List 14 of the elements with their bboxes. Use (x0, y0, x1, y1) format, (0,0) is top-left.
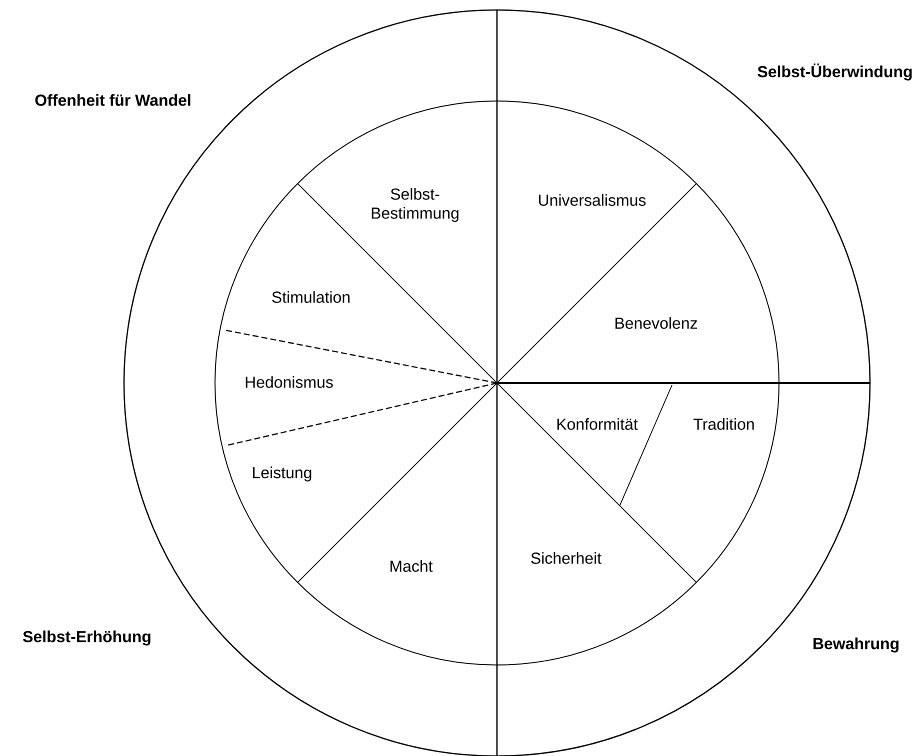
label: Selbst-Überwindung (758, 63, 912, 81)
label: Universalismus (539, 194, 646, 206)
label: Konformität (557, 418, 638, 430)
label: Hedonismus (246, 376, 333, 388)
label: Macht (390, 560, 433, 572)
label: Tradition (694, 418, 754, 430)
label: Selbst-Erhöhung (23, 630, 150, 646)
label: Sicherheit (531, 552, 602, 564)
label: Selbst- Bestimmung (372, 188, 458, 222)
label: Leistung (253, 466, 312, 482)
label: Bewahrung (814, 638, 898, 652)
label: Benevolenz (616, 317, 697, 329)
label: Stimulation (272, 291, 350, 303)
label: Offenheit für Wandel (35, 94, 190, 106)
